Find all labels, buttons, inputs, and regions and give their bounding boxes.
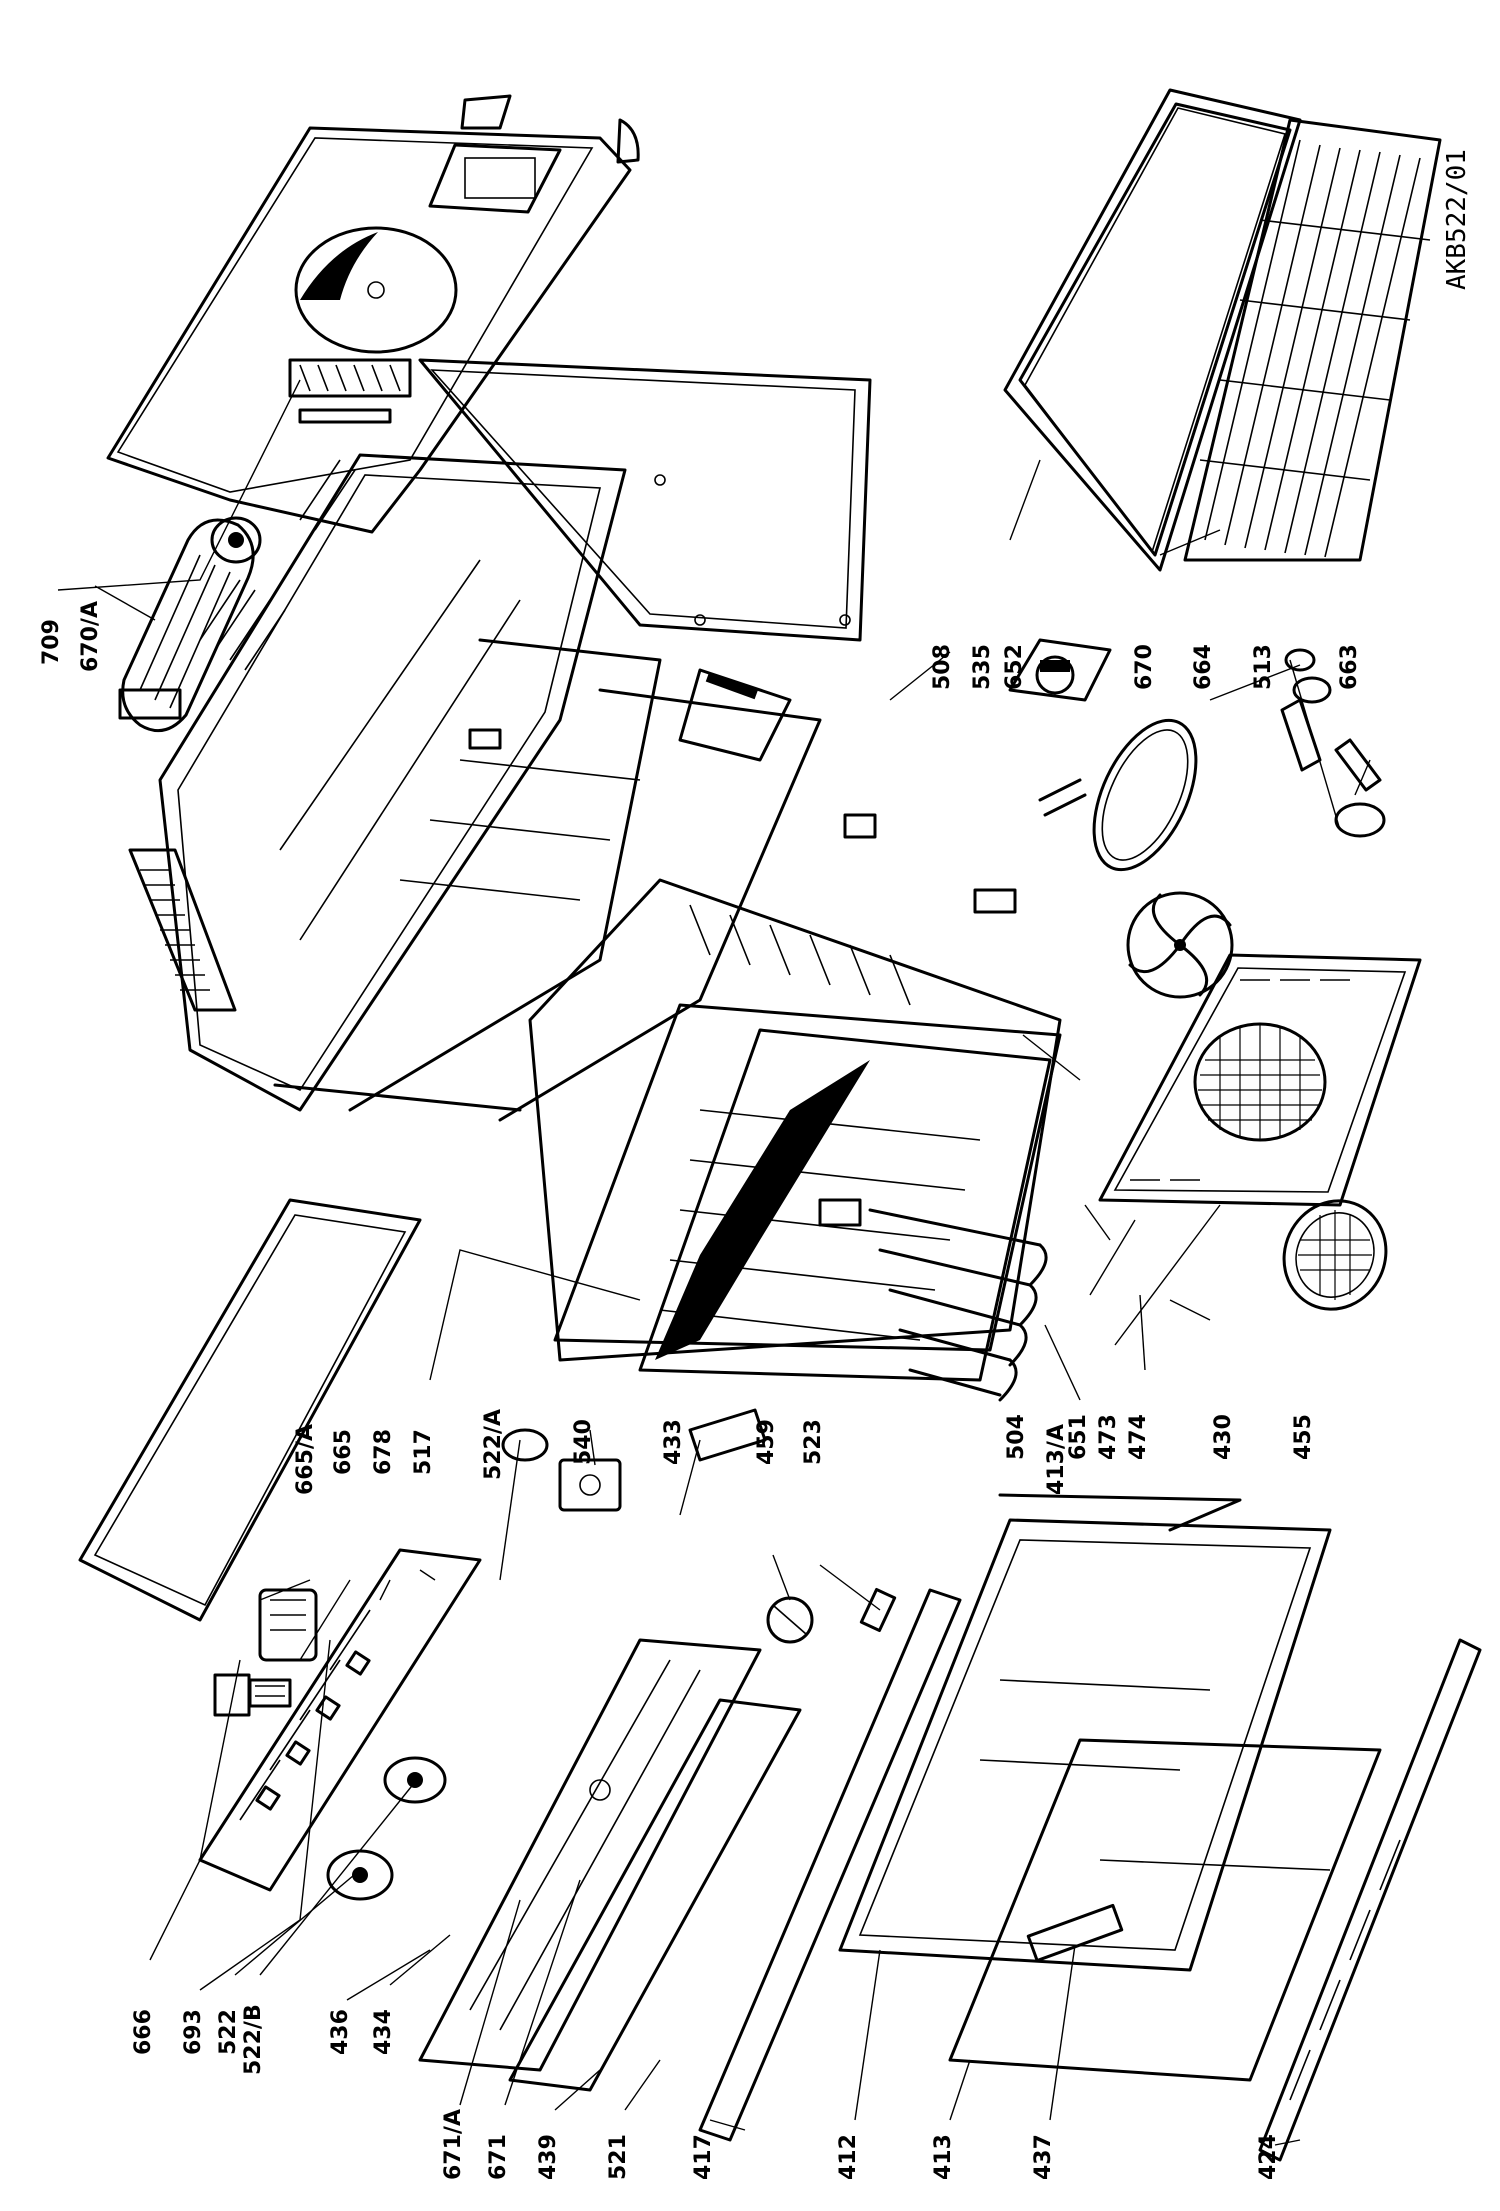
selector-switch-part xyxy=(248,1678,292,1708)
part-label-424: 424 xyxy=(1256,2134,1281,2180)
baking-tray-part xyxy=(1003,88,1302,572)
part-label-540: 540 xyxy=(571,1419,596,1465)
part-label-666: 666 xyxy=(131,2009,156,2055)
terminal-block-rear-part xyxy=(288,358,412,424)
part-label-671: 671 xyxy=(486,2134,511,2180)
part-label-413a: 413/A xyxy=(1044,1424,1069,1495)
outer-casing-part xyxy=(158,358,872,1122)
wire-shelf-part xyxy=(1183,118,1442,562)
part-label-430: 430 xyxy=(1211,1414,1236,1460)
part-label-670a: 670/A xyxy=(78,601,103,672)
fan-cover-part xyxy=(1098,953,1422,1207)
thermostat-part xyxy=(258,1588,318,1662)
part-label-504: 504 xyxy=(1004,1414,1029,1460)
part-label-651: 651 xyxy=(1066,1414,1091,1460)
part-label-663: 663 xyxy=(1337,644,1362,690)
part-label-678: 678 xyxy=(371,1429,396,1475)
part-label-665: 665 xyxy=(331,1429,356,1475)
part-label-664: 664 xyxy=(1191,644,1216,690)
part-label-412: 412 xyxy=(836,2134,861,2180)
part-label-459: 459 xyxy=(754,1419,779,1465)
part-label-513: 513 xyxy=(1251,644,1276,690)
part-label-434: 434 xyxy=(371,2009,396,2055)
fan-grille-part xyxy=(1282,1199,1388,1311)
oven-door-part xyxy=(838,1493,1382,2082)
oven-parts-drawing xyxy=(78,88,1482,2162)
top-cover-part xyxy=(78,1198,422,1622)
part-label-473: 473 xyxy=(1096,1414,1121,1460)
fan-motor-part xyxy=(118,516,262,733)
timer-knob-part xyxy=(766,1596,814,1644)
part-label-436: 436 xyxy=(328,2009,353,2055)
part-label-522b: 522/B xyxy=(241,2004,266,2075)
part-label-523: 523 xyxy=(801,1419,826,1465)
oven-cavity-part xyxy=(528,813,1062,1402)
part-label-474: 474 xyxy=(1126,1414,1151,1460)
fan-heater-part xyxy=(1038,718,1198,872)
part-labels: 709 670/A 508 535 652 670 664 513 663 66… xyxy=(39,601,1362,2180)
control-panel-frame-part xyxy=(198,1548,482,1892)
part-label-508: 508 xyxy=(930,644,955,690)
part-label-517: 517 xyxy=(411,1429,436,1475)
part-label-417: 417 xyxy=(691,2134,716,2180)
back-panel-part xyxy=(106,94,640,534)
part-label-693: 693 xyxy=(181,2009,206,2055)
part-label-671a: 671/A xyxy=(441,2109,466,2180)
hinge-part xyxy=(213,1673,251,1717)
front-panel-part xyxy=(418,1638,802,2092)
part-label-439: 439 xyxy=(536,2134,561,2180)
part-label-522: 522 xyxy=(216,2009,241,2055)
part-label-437: 437 xyxy=(1031,2134,1056,2180)
part-label-433: 433 xyxy=(661,1419,686,1465)
control-knob-part xyxy=(326,1756,447,1901)
part-label-670: 670 xyxy=(1132,644,1157,690)
document-code: AKB522/01 xyxy=(1442,149,1472,290)
terminal-strip-part xyxy=(128,848,237,1012)
part-label-455: 455 xyxy=(1291,1414,1316,1460)
fan-impeller-part xyxy=(1126,891,1234,999)
fan-motor-plate-part xyxy=(1008,638,1112,702)
part-label-535: 535 xyxy=(970,644,995,690)
part-label-413: 413 xyxy=(931,2134,956,2180)
part-label-709: 709 xyxy=(39,619,64,665)
door-seal-strip-part xyxy=(1258,1638,1482,2162)
part-label-522a: 522/A xyxy=(481,1409,506,1480)
part-label-665a: 665/A xyxy=(293,1424,318,1495)
part-label-521: 521 xyxy=(606,2134,631,2180)
part-label-652: 652 xyxy=(1002,644,1027,690)
leader-lines xyxy=(57,379,1371,2146)
lamp-switch-part xyxy=(558,1458,622,1512)
control-bracket-part xyxy=(501,1408,767,1462)
door-handle-part xyxy=(698,1587,962,2142)
